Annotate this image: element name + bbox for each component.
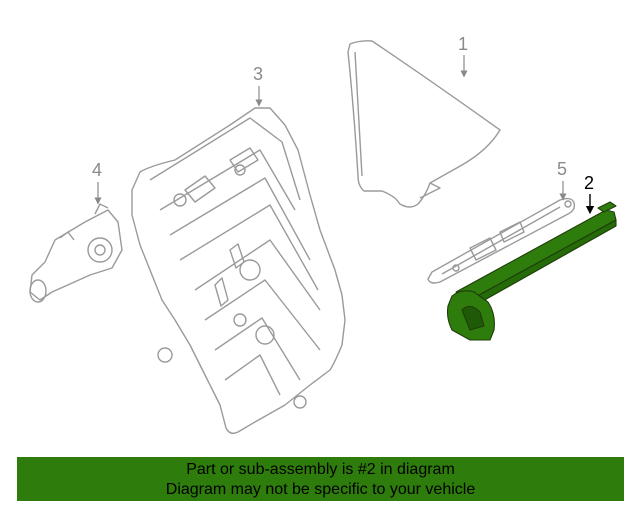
part-5-glass-guide[interactable]	[427, 197, 576, 284]
callout-3-label: 3	[253, 64, 263, 84]
callout-2-label: 2	[584, 173, 594, 193]
part-3-window-regulator[interactable]	[131, 107, 346, 435]
callout-5-label: 5	[557, 159, 567, 179]
part-4-regulator-motor[interactable]	[29, 203, 123, 303]
banner-line-2: Diagram may not be specific to your vehi…	[165, 481, 476, 498]
callout-4-label: 4	[92, 160, 102, 180]
part-2-glass-run-channel[interactable]	[446, 201, 617, 341]
info-banner: Part or sub-assembly is #2 in diagram Di…	[17, 457, 624, 501]
parts-diagram: 1 3 4	[29, 34, 617, 435]
callout-1-label: 1	[458, 34, 468, 54]
part-1-door-glass[interactable]	[347, 40, 501, 208]
banner-line-1: Part or sub-assembly is #2 in diagram	[186, 461, 455, 478]
